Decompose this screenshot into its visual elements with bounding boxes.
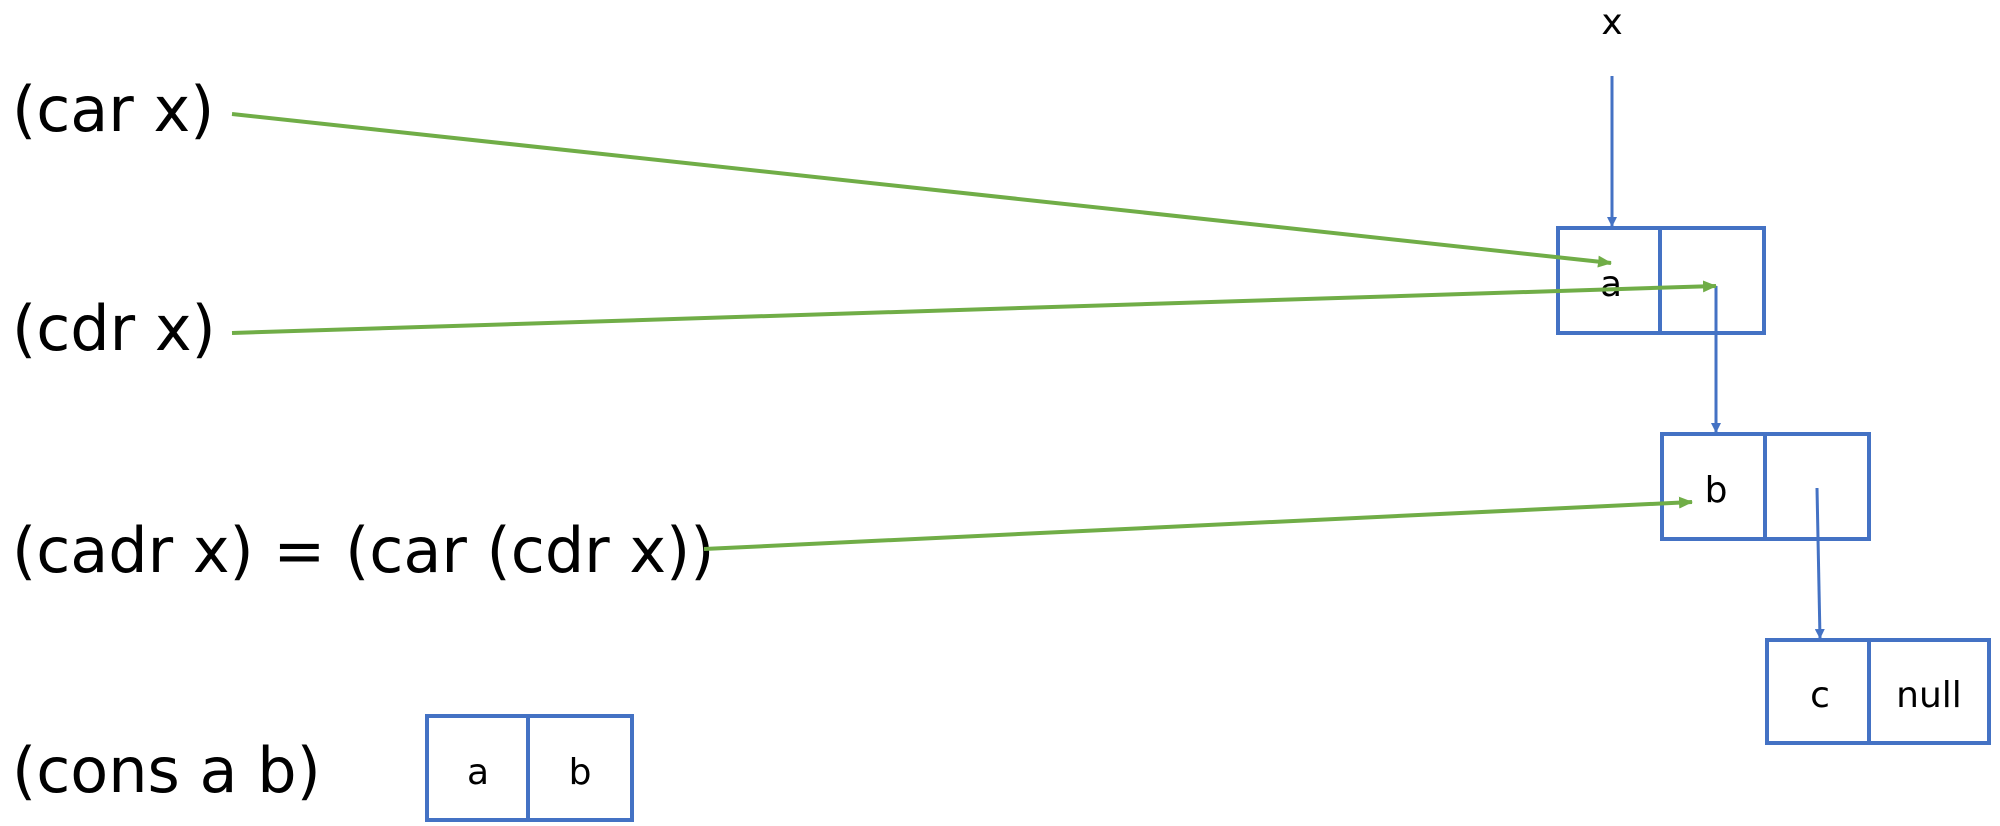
car-accessor-arrow: [231, 112, 1612, 268]
cell-3-cdr-value: null: [1896, 675, 1962, 716]
cell-3-cdr-box: [1867, 638, 1991, 745]
cadr-expression: (cadr x) = (car (cdr x)): [12, 514, 714, 587]
cons-example-cdr-value: b: [569, 752, 592, 793]
cell-2-car-value: b: [1705, 470, 1728, 511]
cons-cell-3: c null: [1765, 638, 1991, 745]
cons-cell-2: b: [1660, 432, 1871, 541]
cdr-accessor-arrow: [231, 280, 1717, 335]
cdr-expression: (cdr x): [12, 292, 216, 365]
cell-2-to-cell-3-pointer: [1814, 487, 1825, 639]
cons-example-car-value: a: [467, 752, 489, 793]
cons-example-cell: a b: [425, 714, 634, 822]
cons-example-cdr-box: [526, 714, 634, 822]
cadr-accessor-arrow: [703, 496, 1693, 551]
cell-3-car-value: c: [1810, 675, 1830, 716]
cell-1-cdr-box: [1658, 226, 1766, 335]
cell-1-car-value: a: [1600, 264, 1622, 305]
variable-x-label: x: [1601, 2, 1622, 43]
cons-cell-1: a: [1556, 226, 1766, 335]
car-expression: (car x): [12, 73, 214, 146]
cons-expression: (cons a b): [12, 734, 321, 807]
